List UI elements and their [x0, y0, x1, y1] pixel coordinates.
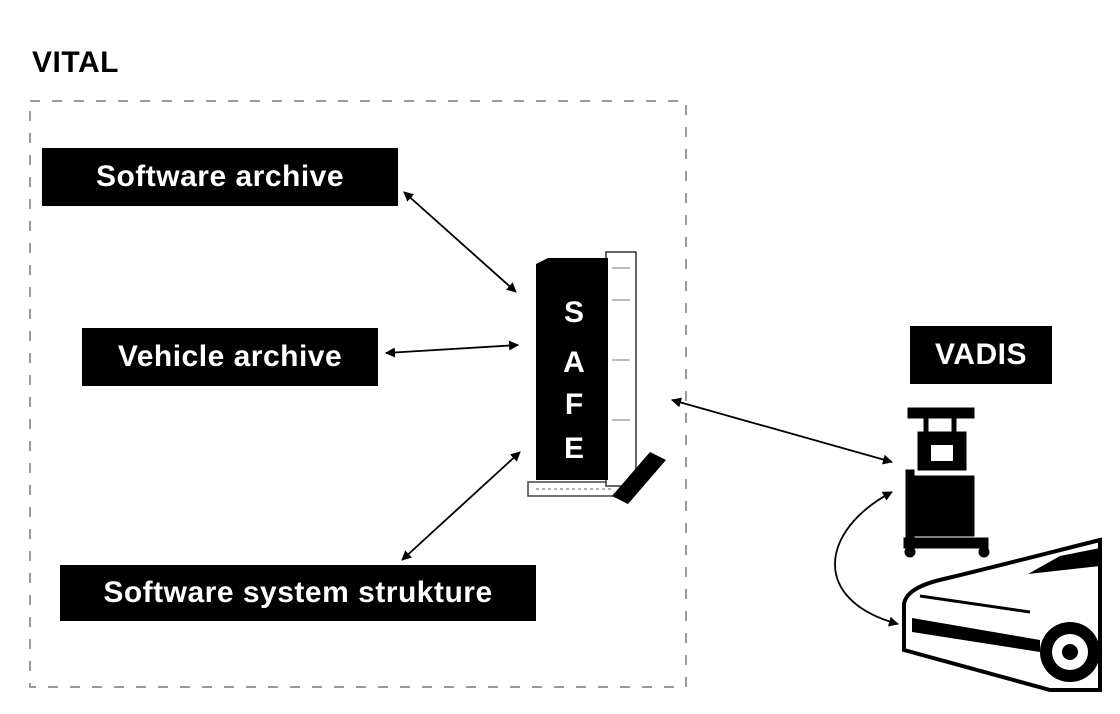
- vehicle-archive-label: Vehicle archive: [82, 328, 378, 386]
- software-system-label: Software system strukture: [60, 565, 536, 621]
- arrow-safe-vadis: [671, 397, 893, 465]
- server-letter: A: [563, 346, 585, 379]
- connection-arrows: [385, 191, 899, 627]
- vadis-label: VADIS: [910, 326, 1052, 384]
- arrow-software-system-safe: [401, 451, 521, 561]
- server-tower-icon: [527, 251, 666, 504]
- diagram-title: VITAL: [32, 46, 119, 79]
- arrow-software-archive-safe: [403, 191, 517, 293]
- diagnostic-cart-icon: [903, 407, 990, 558]
- arrow-vadis-car: [834, 491, 899, 627]
- software-archive-label: Software archive: [42, 148, 398, 206]
- car-icon: [902, 537, 1102, 692]
- arrow-vehicle-archive-safe: [385, 340, 519, 358]
- vital-frame: [29, 100, 687, 688]
- server-letter: S: [564, 296, 584, 329]
- server-letter: F: [565, 388, 583, 421]
- server-letter: E: [564, 432, 584, 465]
- server-letters: S A F E: [563, 296, 585, 465]
